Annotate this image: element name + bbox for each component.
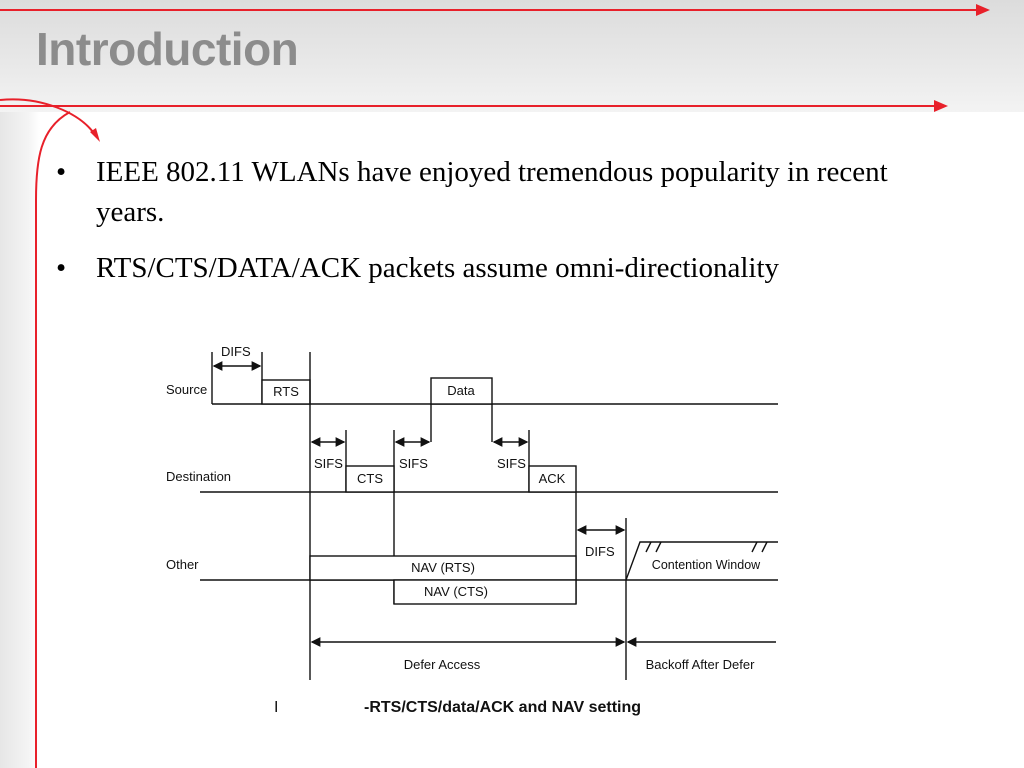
bullet-icon: •	[56, 252, 67, 284]
row-label-destination: Destination	[166, 469, 231, 484]
bullet-icon: •	[56, 156, 67, 188]
row-label-source: Source	[166, 382, 207, 397]
label-difs-bottom: DIFS	[585, 544, 615, 559]
caption-prefix: I	[274, 699, 278, 716]
diagram-caption: -RTS/CTS/data/ACK and NAV setting	[364, 699, 641, 716]
nav-rts-bar	[309, 555, 577, 581]
label-defer-access: Defer Access	[404, 657, 481, 672]
bullet-item: • IEEE 802.11 WLANs have enjoyed tremend…	[56, 152, 956, 232]
bullet-list: • IEEE 802.11 WLANs have enjoyed tremend…	[56, 152, 956, 304]
cts-frame	[345, 465, 395, 493]
label-sifs-2: SIFS	[399, 456, 428, 471]
label-nav-cts: NAV (CTS)	[424, 584, 488, 599]
ack-frame	[528, 465, 577, 493]
nav-cts-bar	[393, 579, 577, 605]
bullet-item: • RTS/CTS/DATA/ACK packets assume omni-d…	[56, 248, 956, 288]
label-sifs-3: SIFS	[497, 456, 526, 471]
left-band	[0, 112, 40, 768]
label-contention-window: Contention Window	[652, 558, 761, 572]
slide-title: Introduction	[36, 23, 299, 75]
label-sifs-1: SIFS	[314, 456, 343, 471]
bullet-text: IEEE 802.11 WLANs have enjoyed tremendou…	[96, 156, 888, 228]
label-backoff-after-defer: Backoff After Defer	[646, 657, 756, 672]
label-nav-rts: NAV (RTS)	[411, 560, 475, 575]
contention-window-shape	[625, 541, 778, 581]
bullet-text: RTS/CTS/DATA/ACK packets assume omni-dir…	[96, 252, 780, 284]
header-band	[0, 0, 1024, 112]
label-data: Data	[447, 383, 475, 398]
row-label-other: Other	[166, 557, 199, 572]
label-cts: CTS	[357, 471, 383, 486]
label-rts: RTS	[273, 384, 299, 399]
data-frame	[430, 377, 493, 405]
label-ack: ACK	[539, 471, 566, 486]
label-difs-top: DIFS	[221, 344, 251, 359]
rts-frame	[261, 379, 311, 405]
